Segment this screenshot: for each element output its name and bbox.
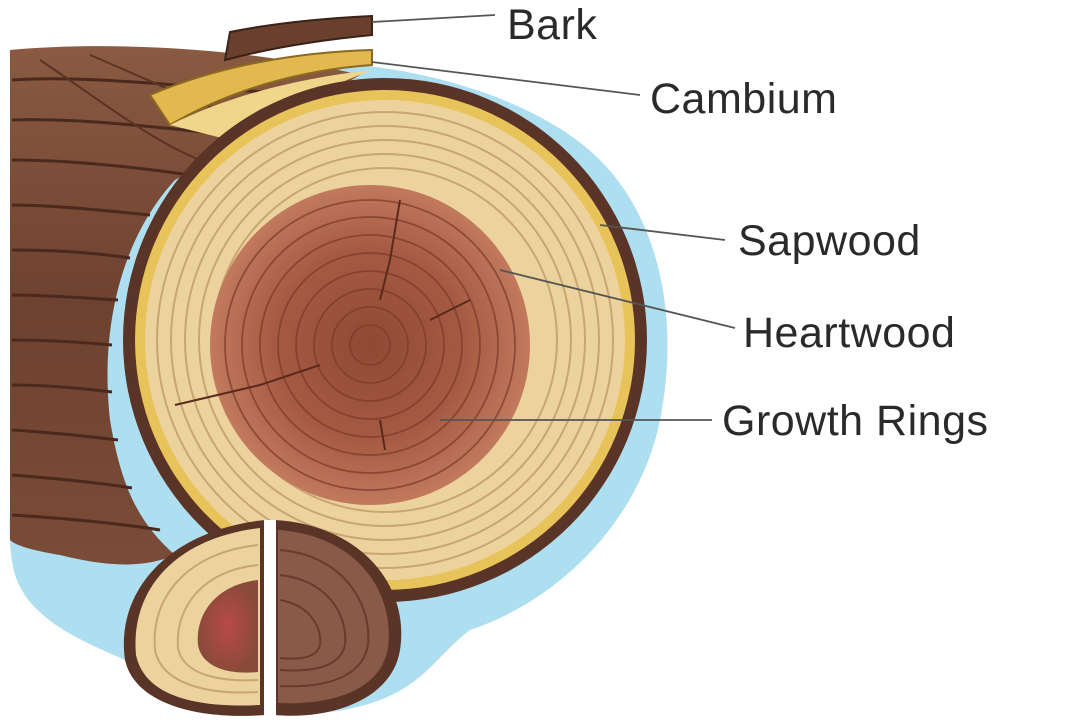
heartwood-region bbox=[210, 185, 530, 505]
bark-leader-line bbox=[372, 15, 495, 22]
label-sapwood: Sapwood bbox=[738, 220, 921, 263]
label-growth-rings: Growth Rings bbox=[722, 400, 988, 443]
label-cambium: Cambium bbox=[650, 78, 838, 121]
label-heartwood: Heartwood bbox=[743, 312, 955, 355]
label-bark: Bark bbox=[507, 4, 597, 47]
